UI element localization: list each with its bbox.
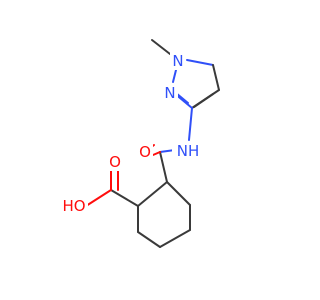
atom-nh-label: NH	[177, 142, 200, 160]
atom-n1-label: N	[172, 52, 183, 70]
bond-cy-c6-c1	[166, 181, 191, 206]
bond-methyl-n1	[151, 39, 171, 55]
atom-n2-label: N	[164, 84, 175, 102]
label-bg-hydroxyl	[60, 197, 88, 215]
bond-n1-c5	[186, 59, 214, 66]
atom-label-layer: N N NH O O HO	[60, 52, 204, 215]
bond-layer	[85, 39, 220, 248]
label-bg-acid-oxygen	[107, 153, 123, 171]
bond-cy-c1-c2	[137, 181, 168, 207]
atom-acid-oxygen-label: O	[109, 153, 121, 171]
bond-n2-n1	[172, 69, 177, 83]
bond-cy-c2-acid-carbon	[110, 189, 139, 207]
label-bg-amide-oxygen	[137, 143, 153, 161]
bond-c5-c4	[212, 64, 220, 91]
bond-cy-c3-c4	[137, 231, 161, 248]
bond-acid-oh	[85, 189, 112, 207]
label-bg-n1	[170, 52, 186, 70]
bond-c3-nh	[188, 107, 193, 141]
bond-cy-c4-c5	[159, 229, 191, 248]
bond-c4-c3-inner	[193, 93, 214, 108]
atom-hydroxyl-label: HO	[62, 197, 85, 215]
label-bg-nh	[172, 142, 204, 160]
molecule-structure-diagram: N N NH O O HO	[60, 39, 220, 248]
label-bg-n2	[162, 84, 178, 102]
bond-amide-carbonyl-outer	[152, 151, 161, 156]
bond-amide-carbon-ring	[159, 151, 168, 183]
atom-amide-oxygen-label: O	[139, 143, 151, 161]
